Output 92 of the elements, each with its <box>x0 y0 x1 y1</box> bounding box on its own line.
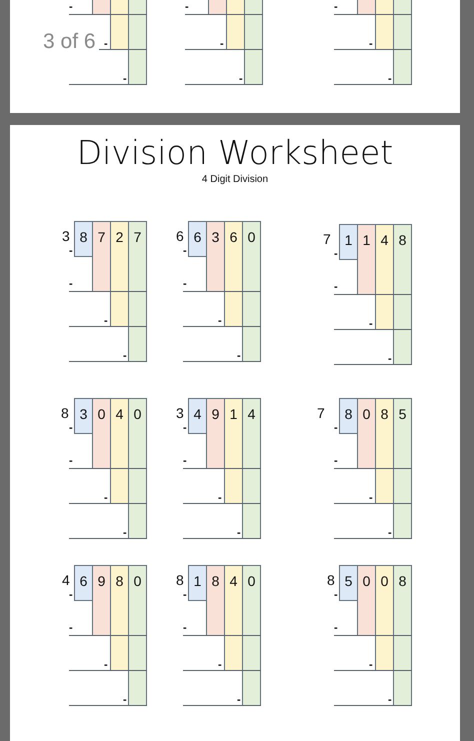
digit-column: 4 <box>375 224 394 330</box>
divisor-number: 3 <box>176 404 184 423</box>
digit-column: 7 <box>92 221 111 292</box>
minus-sign: - <box>237 528 241 539</box>
digit-column: 6 <box>188 221 207 257</box>
minus-sign: - <box>334 590 338 601</box>
minus-sign: - <box>388 528 392 539</box>
minus-sign: - <box>183 456 187 467</box>
minus-sign: - <box>183 590 187 601</box>
minus-sign: - <box>239 74 243 85</box>
minus-sign: - <box>183 423 187 434</box>
divisor-number: 6 <box>176 227 184 246</box>
divisor-number: 7 <box>317 404 325 423</box>
minus-sign: - <box>334 423 338 434</box>
digit-column: 8 <box>339 398 358 434</box>
digit-column: 1 <box>357 224 376 295</box>
digit-column: 0 <box>242 565 261 706</box>
minus-sign: - <box>218 316 222 327</box>
digit-column: 1 <box>224 398 243 504</box>
digit-column: 0 <box>128 398 147 539</box>
minus-sign: - <box>388 695 392 706</box>
worksheet-title: Division Worksheet <box>76 133 394 172</box>
digit-column: 0 <box>92 398 111 469</box>
minus-sign: - <box>123 528 127 539</box>
minus-sign: - <box>123 74 127 85</box>
digit-column: 6 <box>224 221 243 327</box>
digit-column: 8 <box>393 565 412 706</box>
digit-column: 8 <box>110 565 129 671</box>
minus-sign: - <box>334 2 338 13</box>
minus-sign: - <box>69 623 73 634</box>
digit-column: 0 <box>128 565 147 706</box>
minus-sign: - <box>369 39 373 50</box>
minus-sign: - <box>369 319 373 330</box>
minus-sign: - <box>104 39 108 50</box>
minus-sign: - <box>69 423 73 434</box>
minus-sign: - <box>69 246 73 257</box>
minus-sign: - <box>369 660 373 671</box>
digit-column: 7 <box>128 221 147 362</box>
minus-sign: - <box>334 249 338 260</box>
digit-column: 0 <box>357 398 376 469</box>
minus-sign: - <box>123 695 127 706</box>
digit-column: 3 <box>74 398 93 434</box>
minus-sign: - <box>69 279 73 290</box>
minus-sign: - <box>183 246 187 257</box>
digit-column: 1 <box>339 224 358 260</box>
minus-sign: - <box>218 493 222 504</box>
digit-column: 3 <box>206 221 225 292</box>
minus-sign: - <box>388 74 392 85</box>
minus-sign: - <box>104 493 108 504</box>
digit-column: 5 <box>339 565 358 601</box>
minus-sign: - <box>104 316 108 327</box>
digit-column: 8 <box>206 565 225 636</box>
digit-column: 9 <box>206 398 225 469</box>
divisor-number: 8 <box>61 404 69 423</box>
divisor-number: 4 <box>62 571 70 590</box>
digit-column: 4 <box>242 398 261 539</box>
minus-sign: - <box>334 623 338 634</box>
minus-sign: - <box>334 282 338 293</box>
minus-sign: - <box>388 354 392 365</box>
digit-column: 8 <box>375 398 394 504</box>
minus-sign: - <box>183 279 187 290</box>
digit-column: 8 <box>74 221 93 257</box>
minus-sign: - <box>237 351 241 362</box>
divisor-number: 8 <box>176 571 184 590</box>
divisor-number: 7 <box>323 230 331 249</box>
minus-sign: - <box>218 660 222 671</box>
minus-sign: - <box>104 660 108 671</box>
minus-sign: - <box>185 2 189 13</box>
minus-sign: - <box>220 39 224 50</box>
digit-column: 0 <box>375 565 394 671</box>
worksheet-subtitle: 4 Digit Division <box>200 174 270 185</box>
minus-sign: - <box>123 351 127 362</box>
digit-column: 6 <box>74 565 93 601</box>
divisor-number: 8 <box>327 571 335 590</box>
minus-sign: - <box>69 456 73 467</box>
digit-column: 2 <box>110 221 129 327</box>
digit-column: 0 <box>357 565 376 636</box>
digit-column: 1 <box>188 565 207 601</box>
minus-sign: - <box>69 590 73 601</box>
minus-sign: - <box>369 493 373 504</box>
digit-column: 4 <box>224 565 243 671</box>
minus-sign: - <box>237 695 241 706</box>
digit-column: 0 <box>242 221 261 362</box>
minus-sign: - <box>334 456 338 467</box>
digit-column: 9 <box>92 565 111 636</box>
digit-column: 4 <box>188 398 207 434</box>
digit-column: 8 <box>393 224 412 365</box>
minus-sign: - <box>69 2 73 13</box>
minus-sign: - <box>183 623 187 634</box>
digit-column: 5 <box>393 398 412 539</box>
digit-column: 4 <box>110 398 129 504</box>
divisor-number: 3 <box>62 227 70 246</box>
